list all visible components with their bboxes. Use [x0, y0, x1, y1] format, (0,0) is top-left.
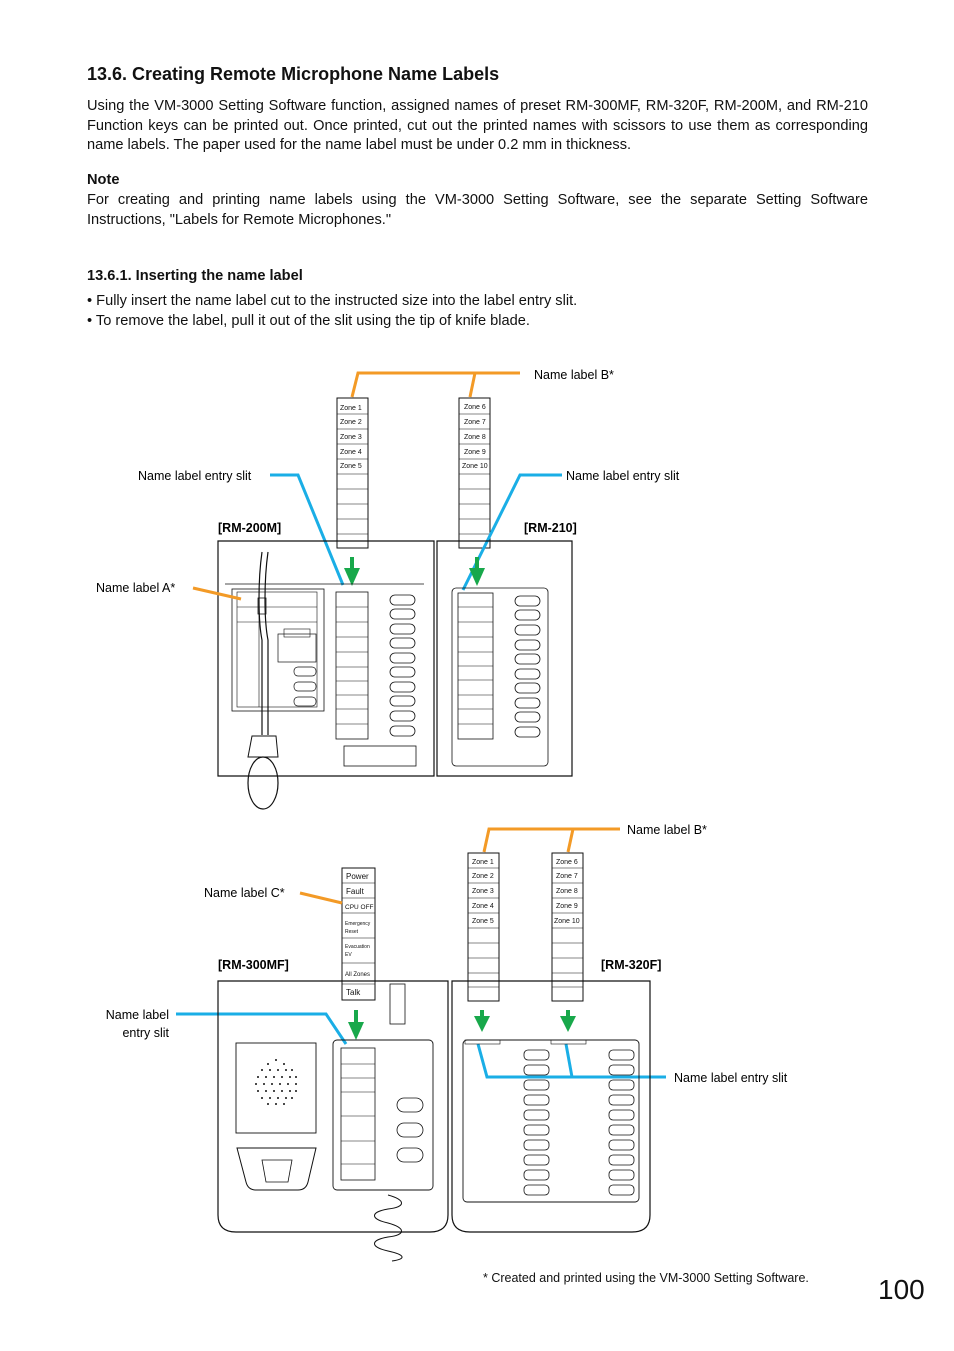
note-title: Note [87, 172, 120, 188]
subsection-title: 13.6.1. Inserting the name label [87, 268, 303, 284]
strip-label: Zone 4 [472, 903, 494, 910]
label-c-emergency: Emergency [345, 921, 371, 927]
insert-arrow [344, 557, 360, 586]
label-c-power: Power [346, 872, 369, 881]
model-label-rm210: [RM-210] [524, 521, 577, 535]
strip-label: Zone 9 [556, 903, 578, 910]
callout-entry-slit-bottom-left-1: Name label [106, 1008, 169, 1022]
strip-label: Zone 3 [472, 888, 494, 895]
strip-label: Zone 8 [556, 888, 578, 895]
callout-entry-slit-right-top: Name label entry slit [566, 469, 680, 483]
label-c-cpu-off: CPU OFF [345, 904, 374, 911]
strip-label: Zone 3 [340, 434, 362, 441]
section-title: 13.6. Creating Remote Microphone Name La… [87, 64, 500, 84]
strip-label: Zone 7 [464, 419, 486, 426]
strip-label: Zone 10 [554, 918, 580, 925]
bullet-item: • To remove the label, pull it out of th… [87, 313, 530, 329]
callout-entry-slit-left-top: Name label entry slit [138, 469, 252, 483]
callout-name-label-b-top: Name label B* [534, 368, 614, 382]
strip-label: Zone 6 [556, 859, 578, 866]
model-label-rm200m: [RM-200M] [218, 521, 281, 535]
model-label-rm320f: [RM-320F] [601, 958, 661, 972]
insert-arrow [474, 1010, 490, 1032]
strip-label: Zone 4 [340, 449, 362, 456]
callout-entry-slit-bottom-left-2: entry slit [122, 1026, 169, 1040]
rm200m-device [217, 540, 435, 810]
entry-slit-line-bottom-right-1 [476, 1043, 666, 1079]
entry-slit-line-left-top [270, 473, 345, 586]
label-b-bracket-bottom [482, 827, 620, 853]
page-number: 100 [878, 1274, 925, 1305]
insert-arrow [348, 1010, 364, 1040]
strip-label: Zone 10 [462, 463, 488, 470]
label-c-pointer [299, 891, 343, 905]
label-strip-zone-6-10: Zone 6 Zone 7 Zone 8 Zone 9 Zone 10 [458, 397, 491, 549]
callout-name-label-a: Name label A* [96, 581, 175, 595]
rm210-device [436, 540, 573, 777]
bullet-item: • Fully insert the name label cut to the… [87, 293, 578, 309]
label-c-all-zones: All Zones [345, 972, 370, 978]
label-c-evacuation: Evacuation [345, 944, 370, 950]
label-c-reset: Reset [345, 929, 359, 935]
label-strip-zone-1-5: Zone 1 Zone 2 Zone 3 Zone 4 Zone 5 [467, 852, 500, 1002]
label-strip-zone-6-10: Zone 6 Zone 7 Zone 8 Zone 9 Zone 10 [551, 852, 584, 1002]
strip-label: Zone 7 [556, 873, 578, 880]
label-c-ev: EV [345, 952, 352, 958]
strip-label: Zone 5 [472, 918, 494, 925]
label-strip-c: Power Fault CPU OFF Emergency Reset Evac… [341, 867, 376, 1001]
callout-name-label-b-bottom: Name label B* [627, 823, 707, 837]
entry-slit-line-right-top [461, 473, 562, 591]
label-strip-zone-1-5: Zone 1 Zone 2 Zone 3 Zone 4 Zone 5 [336, 397, 369, 549]
model-label-rm300mf: [RM-300MF] [218, 958, 289, 972]
strip-label: Zone 1 [340, 405, 362, 412]
strip-label: Zone 2 [340, 419, 362, 426]
label-a-pointer [192, 586, 242, 601]
label-b-bracket-top [350, 371, 520, 398]
remote-microphone-diagram: Name label B* Zone 1 Zone 2 Zone 3 Zone … [96, 368, 788, 1262]
footnote: * Created and printed using the VM-3000 … [483, 1271, 809, 1285]
rm320f-device [451, 980, 651, 1233]
label-c-fault: Fault [346, 887, 365, 896]
rm300mf-device [217, 980, 449, 1262]
insert-arrow [469, 557, 485, 586]
strip-label: Zone 1 [472, 859, 494, 866]
strip-label: Zone 2 [472, 873, 494, 880]
label-c-talk: Talk [346, 988, 361, 997]
strip-label: Zone 9 [464, 449, 486, 456]
strip-label: Zone 5 [340, 463, 362, 470]
strip-label: Zone 6 [464, 404, 486, 411]
entry-slit-line-bottom-left [176, 1012, 348, 1045]
insert-arrow [560, 1010, 576, 1032]
callout-name-label-c: Name label C* [204, 886, 285, 900]
intro-paragraph: Using the VM-3000 Setting Software funct… [87, 98, 868, 153]
strip-label: Zone 8 [464, 434, 486, 441]
callout-entry-slit-bottom-right: Name label entry slit [674, 1071, 788, 1085]
entry-slit-line-bottom-right-2 [564, 1043, 574, 1078]
note-text: For creating and printing name labels us… [87, 192, 868, 228]
